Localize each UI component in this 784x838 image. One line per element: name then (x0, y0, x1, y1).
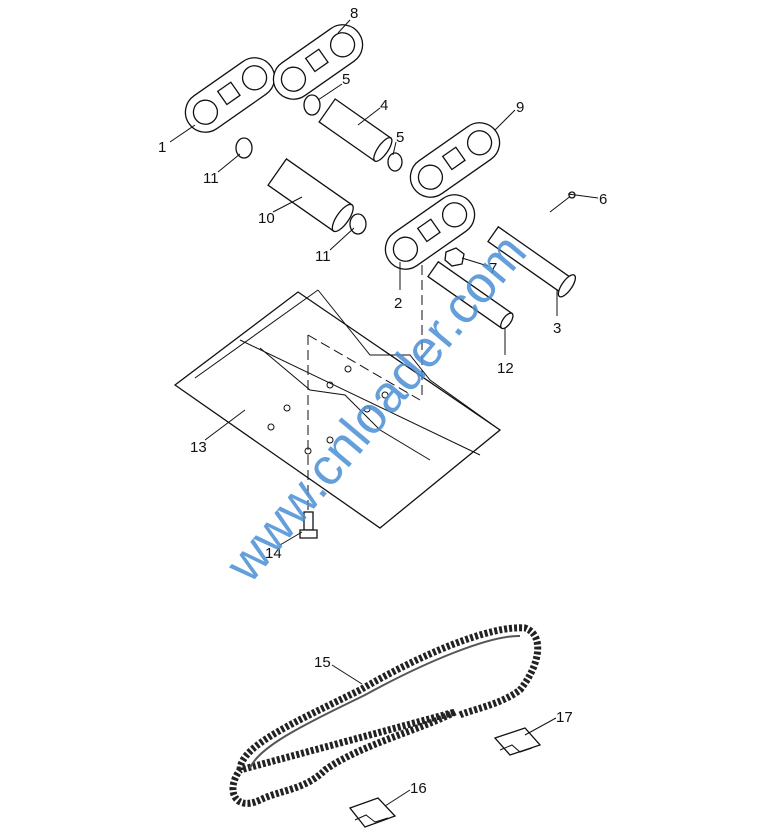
seal-5b (387, 152, 403, 172)
label-12: 12 (497, 360, 514, 377)
bolt-14 (299, 511, 318, 539)
cotter-pin-6 (549, 191, 576, 213)
leader-lines (169, 19, 599, 807)
link-plate-1 (184, 57, 276, 133)
shoe-pad-17 (493, 727, 542, 756)
label-11a: 11 (203, 170, 219, 187)
shoe-pad-16 (348, 797, 397, 828)
label-8: 8 (350, 5, 358, 22)
label-16: 16 (410, 780, 427, 797)
label-7: 7 (489, 260, 497, 277)
label-10: 10 (258, 210, 275, 227)
nut-7 (444, 247, 465, 267)
label-1: 1 (158, 139, 166, 156)
bushing-4 (318, 98, 393, 162)
label-4: 4 (380, 97, 388, 114)
label-3: 3 (553, 320, 561, 337)
label-14: 14 (265, 545, 282, 562)
spacer-11a (235, 137, 253, 159)
label-13: 13 (190, 439, 207, 456)
spacer-11b (349, 213, 367, 235)
pin-3 (487, 225, 577, 298)
label-17: 17 (556, 709, 573, 726)
link-plate-2 (384, 194, 476, 270)
track-shoe-13 (173, 265, 502, 529)
link-plate-8 (272, 24, 364, 100)
pin-12 (427, 260, 514, 330)
label-6: 6 (599, 191, 607, 208)
label-15: 15 (314, 654, 331, 671)
label-2: 2 (394, 295, 402, 312)
seal-5a (303, 94, 321, 116)
label-5a: 5 (342, 71, 350, 88)
label-9: 9 (516, 99, 524, 116)
bushing-10 (267, 158, 354, 233)
track-chain-15 (229, 624, 542, 807)
link-plate-9 (409, 122, 501, 198)
label-5b: 5 (396, 129, 404, 146)
label-11b: 11 (315, 248, 331, 265)
